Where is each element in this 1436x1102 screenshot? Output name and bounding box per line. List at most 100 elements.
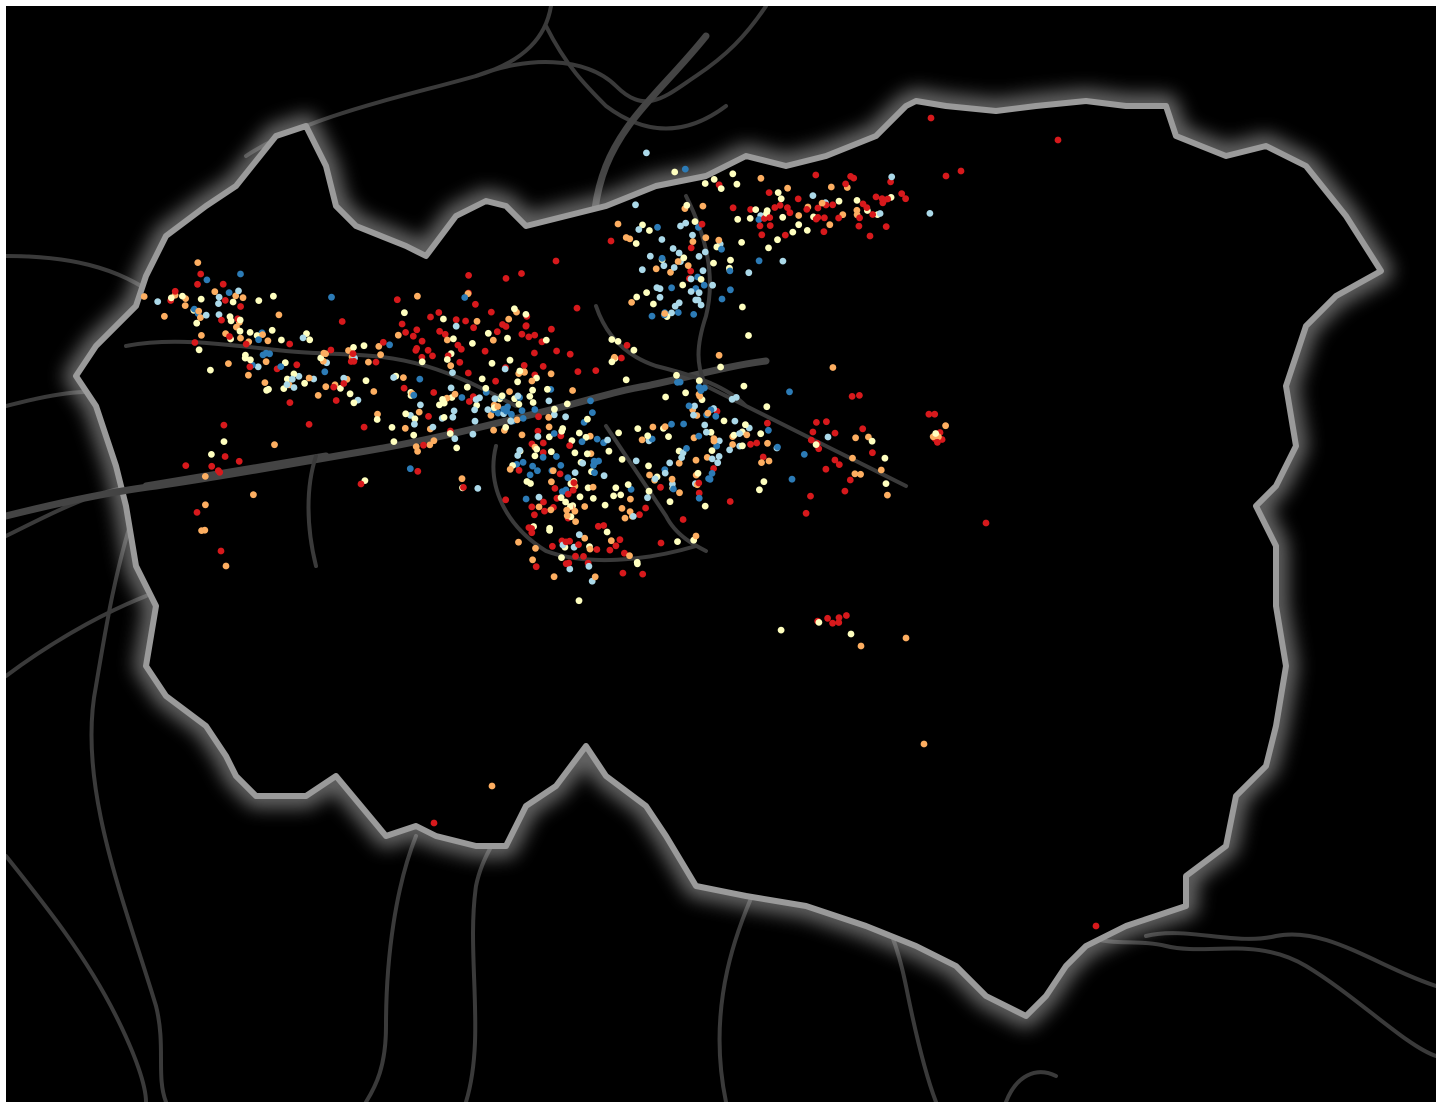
data-point-red[interactable] bbox=[902, 195, 909, 203]
data-point-light-blue[interactable] bbox=[703, 428, 710, 436]
data-point-cream[interactable] bbox=[763, 403, 771, 411]
data-point-blue[interactable] bbox=[508, 410, 515, 418]
data-point-red[interactable] bbox=[465, 272, 472, 279]
data-point-orange[interactable] bbox=[264, 337, 272, 345]
data-point-cream[interactable] bbox=[195, 346, 203, 354]
data-point-orange[interactable] bbox=[494, 403, 502, 410]
data-point-cream[interactable] bbox=[694, 469, 702, 477]
data-point-cream[interactable] bbox=[746, 215, 754, 222]
data-point-blue[interactable] bbox=[557, 462, 565, 469]
data-point-cream[interactable] bbox=[388, 424, 396, 431]
data-point-orange[interactable] bbox=[535, 503, 543, 511]
data-point-red[interactable] bbox=[781, 231, 789, 239]
data-point-red[interactable] bbox=[464, 369, 472, 377]
data-point-cream[interactable] bbox=[529, 386, 536, 394]
data-point-light-blue[interactable] bbox=[708, 455, 716, 463]
data-point-light-blue[interactable] bbox=[299, 334, 307, 342]
data-point-light-blue[interactable] bbox=[728, 395, 736, 403]
data-point-light-blue[interactable] bbox=[471, 417, 479, 425]
data-point-light-blue[interactable] bbox=[691, 402, 698, 410]
data-point-orange[interactable] bbox=[426, 441, 434, 449]
data-point-cream[interactable] bbox=[608, 336, 616, 343]
data-point-blue[interactable] bbox=[503, 407, 510, 415]
data-point-red[interactable] bbox=[398, 320, 406, 328]
data-point-blue[interactable] bbox=[718, 245, 725, 253]
data-point-red[interactable] bbox=[564, 490, 572, 498]
data-point-light-blue[interactable] bbox=[926, 210, 934, 217]
data-point-orange[interactable] bbox=[715, 351, 723, 359]
data-point-orange[interactable] bbox=[250, 491, 257, 499]
data-point-light-blue[interactable] bbox=[671, 302, 679, 310]
data-point-red[interactable] bbox=[350, 357, 358, 365]
data-point-blue[interactable] bbox=[685, 402, 693, 410]
data-point-red[interactable] bbox=[575, 541, 582, 548]
data-point-light-blue[interactable] bbox=[290, 384, 298, 391]
data-point-cream[interactable] bbox=[745, 332, 752, 339]
data-point-red[interactable] bbox=[846, 476, 854, 484]
data-point-blue[interactable] bbox=[526, 471, 534, 479]
data-point-light-blue[interactable] bbox=[451, 435, 459, 443]
data-point-red[interactable] bbox=[525, 333, 533, 341]
data-point-light-blue[interactable] bbox=[701, 421, 709, 429]
data-point-red[interactable] bbox=[552, 257, 560, 265]
data-point-cream[interactable] bbox=[868, 437, 876, 445]
data-point-red[interactable] bbox=[191, 339, 199, 346]
data-point-orange[interactable] bbox=[581, 534, 589, 542]
data-point-red[interactable] bbox=[619, 569, 627, 577]
data-point-red[interactable] bbox=[642, 504, 649, 512]
data-point-light-blue[interactable] bbox=[474, 485, 482, 492]
data-point-blue[interactable] bbox=[564, 474, 572, 482]
data-point-red[interactable] bbox=[487, 308, 495, 316]
data-point-red[interactable] bbox=[841, 487, 849, 495]
data-point-cream[interactable] bbox=[671, 168, 679, 176]
data-point-orange[interactable] bbox=[589, 483, 597, 491]
data-point-cream[interactable] bbox=[523, 478, 531, 485]
data-point-cream[interactable] bbox=[701, 180, 709, 187]
data-point-cream[interactable] bbox=[803, 227, 811, 234]
data-point-red[interactable] bbox=[820, 228, 828, 236]
data-point-orange[interactable] bbox=[661, 310, 669, 317]
data-point-cream[interactable] bbox=[727, 256, 734, 264]
data-point-cream[interactable] bbox=[605, 447, 613, 455]
data-point-red[interactable] bbox=[460, 484, 467, 491]
data-point-cream[interactable] bbox=[624, 481, 632, 488]
data-point-red[interactable] bbox=[414, 467, 422, 475]
data-point-red[interactable] bbox=[492, 377, 499, 385]
data-point-blue[interactable] bbox=[658, 254, 666, 262]
data-point-orange[interactable] bbox=[638, 436, 646, 444]
data-point-cream[interactable] bbox=[710, 259, 717, 267]
data-point-cream[interactable] bbox=[589, 495, 597, 502]
data-point-red[interactable] bbox=[657, 483, 664, 491]
data-point-cream[interactable] bbox=[639, 221, 646, 229]
data-point-blue[interactable] bbox=[458, 394, 466, 401]
data-point-orange[interactable] bbox=[581, 503, 589, 510]
data-point-red[interactable] bbox=[698, 220, 706, 228]
data-point-light-blue[interactable] bbox=[535, 493, 543, 501]
data-point-orange[interactable] bbox=[547, 370, 555, 378]
data-point-light-blue[interactable] bbox=[417, 401, 424, 409]
data-point-red[interactable] bbox=[747, 206, 754, 213]
data-point-light-blue[interactable] bbox=[668, 309, 675, 317]
data-point-red[interactable] bbox=[695, 489, 703, 497]
data-point-orange[interactable] bbox=[628, 299, 635, 306]
data-point-light-blue[interactable] bbox=[638, 266, 646, 274]
data-point-light-blue[interactable] bbox=[411, 420, 418, 428]
data-point-red[interactable] bbox=[934, 438, 941, 446]
data-point-cream[interactable] bbox=[742, 421, 749, 429]
data-point-orange[interactable] bbox=[487, 412, 495, 419]
data-point-orange[interactable] bbox=[375, 343, 383, 350]
data-point-cream[interactable] bbox=[881, 454, 889, 462]
data-point-red[interactable] bbox=[807, 436, 815, 444]
data-point-cream[interactable] bbox=[603, 528, 611, 536]
data-point-cream[interactable] bbox=[440, 315, 447, 323]
data-point-blue[interactable] bbox=[713, 442, 721, 450]
data-point-cream[interactable] bbox=[582, 433, 590, 441]
data-point-cream[interactable] bbox=[650, 300, 657, 308]
data-point-red[interactable] bbox=[569, 486, 577, 494]
data-point-red[interactable] bbox=[502, 275, 510, 282]
data-point-light-blue[interactable] bbox=[469, 430, 477, 438]
data-point-orange[interactable] bbox=[197, 314, 204, 321]
data-point-cream[interactable] bbox=[197, 295, 205, 303]
data-point-orange[interactable] bbox=[607, 537, 615, 545]
data-point-red[interactable] bbox=[594, 522, 602, 530]
